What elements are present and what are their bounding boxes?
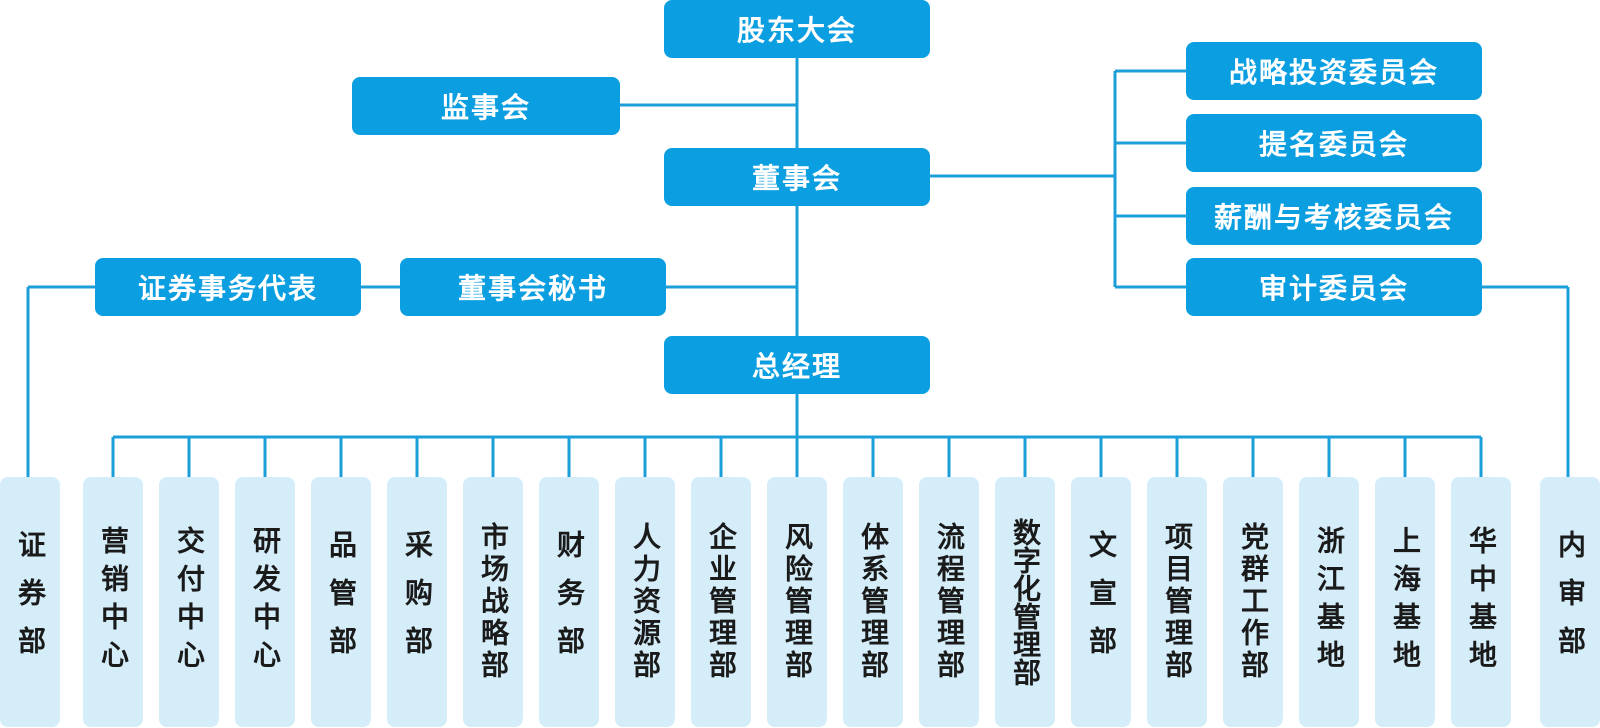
shareholders-meeting-box: 股东大会 [664,0,930,58]
dept-internal-audit: 内审部 [1540,477,1600,727]
dept-label: 采购部 [401,530,434,674]
board-secretary-box: 董事会秘书 [400,258,666,316]
dept-central-china-base: 华中基地 [1451,477,1511,727]
dept-label: 证券部 [14,530,47,674]
dept-label: 人力资源部 [629,522,662,682]
dept-project-management: 项目管理部 [1147,477,1207,727]
dept-label: 数字化管理部 [1009,518,1042,686]
dept-label: 风险管理部 [781,522,814,682]
dept-label: 交付中心 [173,526,206,678]
securities-representative-label: 证券事务代表 [137,272,318,305]
dept-label: 市场战略部 [477,522,510,682]
general-manager-label: 总经理 [751,350,842,383]
audit-committee-box: 审计委员会 [1186,258,1482,316]
shareholders-meeting-label: 股东大会 [736,14,857,47]
strategy-investment-committee-box: 战略投资委员会 [1186,42,1482,100]
dept-label: 体系管理部 [857,522,890,682]
dept-shanghai-base: 上海基地 [1375,477,1435,727]
dept-label: 内审部 [1554,530,1587,674]
general-manager-box: 总经理 [664,336,930,394]
board-of-directors-label: 董事会 [751,162,842,195]
dept-marketing-center: 营销中心 [83,477,143,727]
dept-zhejiang-base: 浙江基地 [1299,477,1359,727]
dept-label: 企业管理部 [705,522,738,682]
dept-label: 党群工作部 [1237,522,1270,682]
dept-digital-management: 数字化管理部 [995,477,1055,727]
dept-label: 营销中心 [97,526,130,678]
dept-label: 流程管理部 [933,522,966,682]
dept-quality: 品管部 [311,477,371,727]
dept-label: 品管部 [325,530,358,674]
dept-party-work: 党群工作部 [1223,477,1283,727]
committee-label: 薪酬与考核委员会 [1213,201,1454,234]
dept-label: 浙江基地 [1313,526,1346,678]
dept-market-strategy: 市场战略部 [463,477,523,727]
dept-label: 上海基地 [1389,526,1422,678]
dept-delivery-center: 交付中心 [159,477,219,727]
remuneration-committee-box: 薪酬与考核委员会 [1186,187,1482,245]
dept-risk-management: 风险管理部 [767,477,827,727]
supervisory-board-box: 监事会 [352,77,620,135]
dept-securities: 证券部 [0,477,60,727]
dept-label: 项目管理部 [1161,522,1194,682]
dept-procurement: 采购部 [387,477,447,727]
dept-rd-center: 研发中心 [235,477,295,727]
nomination-committee-box: 提名委员会 [1186,114,1482,172]
committee-label: 战略投资委员会 [1228,56,1439,89]
committee-label: 提名委员会 [1258,128,1409,161]
dept-label: 研发中心 [249,526,282,678]
dept-system-management: 体系管理部 [843,477,903,727]
supervisory-board-label: 监事会 [440,91,531,124]
board-secretary-label: 董事会秘书 [457,272,608,305]
dept-enterprise-management: 企业管理部 [691,477,751,727]
dept-label: 财务部 [553,530,586,674]
dept-publicity: 文宣部 [1071,477,1131,727]
dept-finance: 财务部 [539,477,599,727]
securities-representative-box: 证券事务代表 [95,258,361,316]
board-of-directors-box: 董事会 [664,148,930,206]
dept-label: 华中基地 [1465,526,1498,678]
dept-label: 文宣部 [1085,530,1118,674]
committee-label: 审计委员会 [1258,272,1409,305]
dept-human-resources: 人力资源部 [615,477,675,727]
dept-process-management: 流程管理部 [919,477,979,727]
